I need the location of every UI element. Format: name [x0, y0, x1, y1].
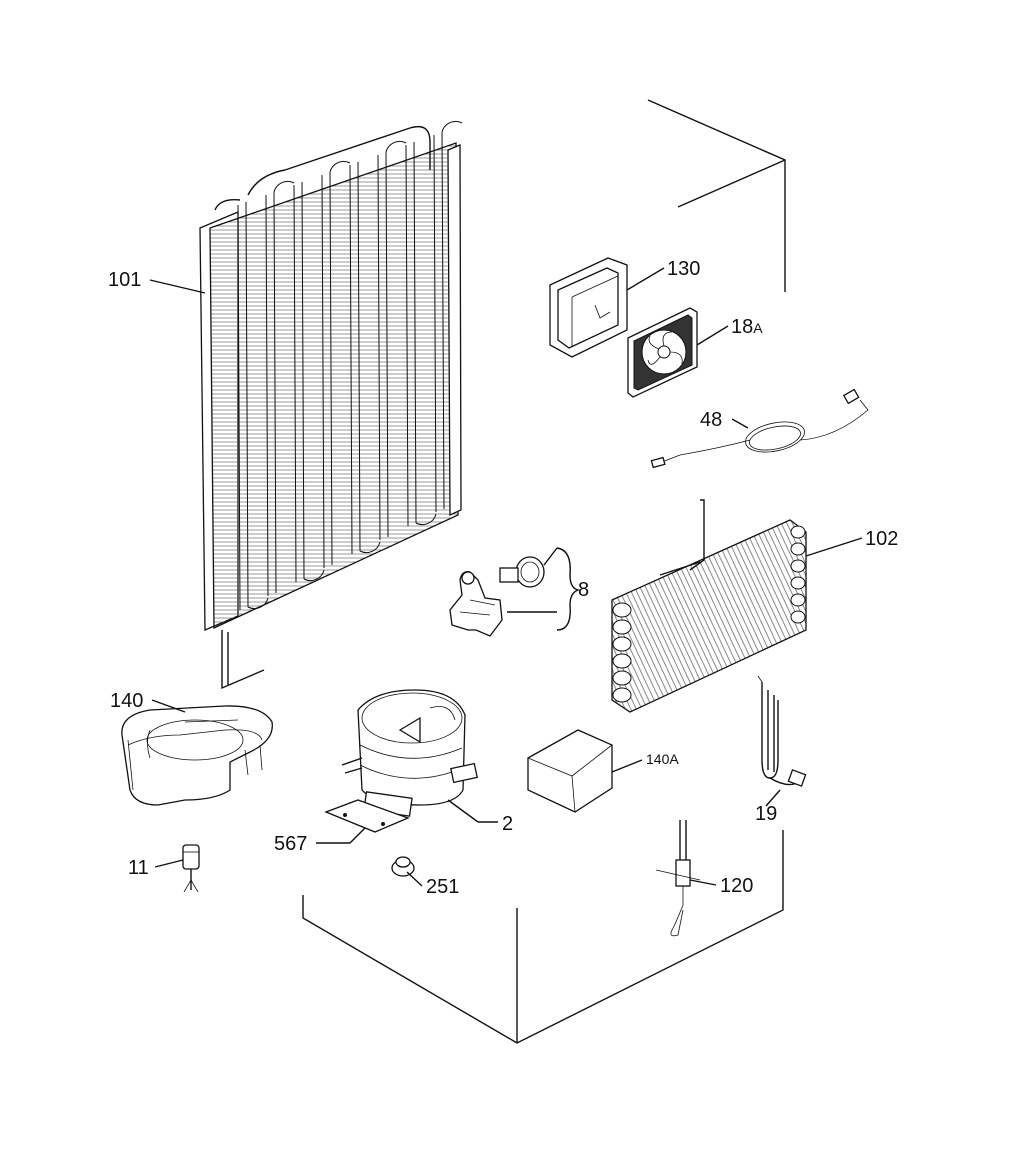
relay-group-8 — [449, 547, 581, 637]
label-102: 102 — [865, 528, 898, 550]
condenser-101 — [199, 120, 463, 690]
cabinet-outline — [302, 99, 786, 1044]
label-130: 130 — [667, 258, 700, 280]
mount-plate-567 — [324, 799, 410, 833]
label-8: 8 — [578, 579, 589, 601]
grommet-251 — [391, 856, 415, 877]
insulation-block-140a — [527, 729, 613, 813]
drip-tray-140 — [121, 705, 273, 806]
compressor-2 — [341, 689, 478, 817]
label-18a: 18A — [731, 316, 763, 338]
fan-18a — [627, 307, 698, 398]
label-567: 567 — [274, 833, 307, 855]
label-48: 48 — [700, 409, 722, 431]
fan-housing-130 — [549, 257, 628, 358]
evaporator-102 — [611, 499, 807, 713]
heater-19 — [757, 675, 807, 787]
label-19: 19 — [755, 803, 777, 825]
leader-lines — [149, 267, 863, 887]
valve-11 — [182, 844, 200, 893]
label-2: 2 — [502, 813, 513, 835]
label-140: 140 — [110, 690, 143, 712]
thermal-fuse-120 — [655, 820, 701, 937]
sensor-cable-48 — [650, 388, 869, 469]
label-140a: 140A — [646, 751, 679, 767]
part-labels: 101 130 18A 48 102 8 140 2 140A 19 567 1… — [108, 258, 898, 898]
label-101: 101 — [108, 269, 141, 291]
label-251: 251 — [426, 876, 459, 898]
label-120: 120 — [720, 875, 753, 897]
label-11: 11 — [128, 857, 149, 879]
